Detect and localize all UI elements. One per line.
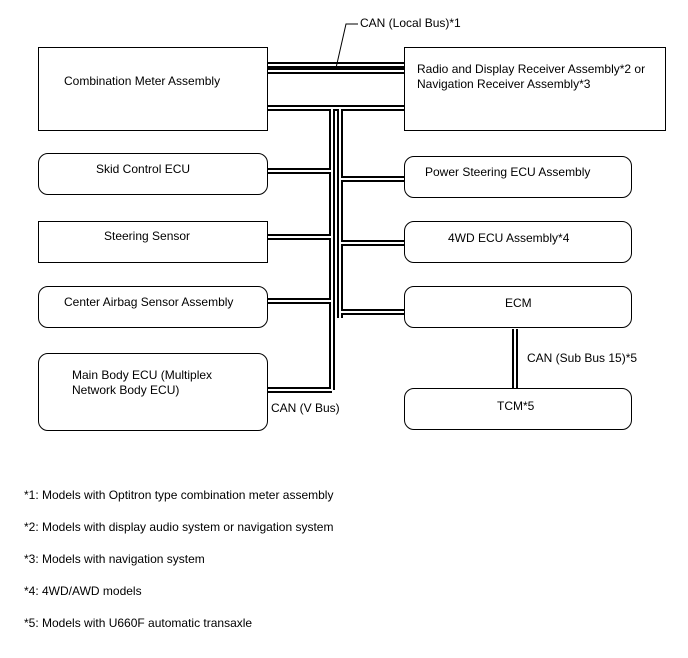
footnote-5: *5: Models with U660F automatic transaxl…: [24, 616, 253, 630]
node-label: Power Steering ECU Assembly: [425, 165, 591, 179]
node-label: TCM*5: [497, 399, 535, 413]
node-power-steering: Power Steering ECU Assembly: [404, 156, 632, 198]
node-label: Combination Meter Assembly: [64, 74, 221, 88]
node-label: ECM: [505, 296, 532, 310]
footnote-3: *3: Models with navigation system: [24, 552, 205, 566]
node-combination-meter: Combination Meter Assembly: [38, 47, 268, 131]
node-4wd-ecu: 4WD ECU Assembly*4: [404, 221, 632, 263]
node-label: Skid Control ECU: [96, 162, 191, 176]
footnote-2: *2: Models with display audio system or …: [24, 520, 334, 534]
node-label: Steering Sensor: [104, 229, 191, 243]
node-label: 4WD ECU Assembly*4: [448, 231, 570, 245]
node-steering-sensor: Steering Sensor: [38, 221, 268, 263]
bus-label-sub15: CAN (Sub Bus 15)*5: [527, 351, 638, 365]
footnote-4: *4: 4WD/AWD models: [24, 584, 142, 598]
node-label-line2: Navigation Receiver Assembly*3: [417, 77, 591, 91]
node-skid-control: Skid Control ECU: [38, 153, 268, 195]
footnote-1: *1: Models with Optitron type combinatio…: [24, 488, 334, 502]
bus-label-local: CAN (Local Bus)*1: [360, 16, 461, 30]
node-label-line2: Network Body ECU): [72, 383, 180, 397]
bus-label-v: CAN (V Bus): [271, 401, 340, 415]
node-radio-display-receiver: Radio and Display Receiver Assembly*2 or…: [404, 47, 666, 131]
node-label-line1: Main Body ECU (Multiplex: [72, 368, 213, 382]
node-ecm: ECM: [404, 286, 632, 328]
node-label-line1: Radio and Display Receiver Assembly*2 or: [417, 62, 646, 76]
node-center-airbag: Center Airbag Sensor Assembly: [38, 286, 268, 328]
local-bus-leader: [335, 23, 358, 69]
node-tcm: TCM*5: [404, 388, 632, 430]
bus-inner: [268, 64, 516, 391]
node-main-body-ecu: Main Body ECU (Multiplex Network Body EC…: [38, 353, 268, 431]
node-label: Center Airbag Sensor Assembly: [64, 295, 234, 309]
